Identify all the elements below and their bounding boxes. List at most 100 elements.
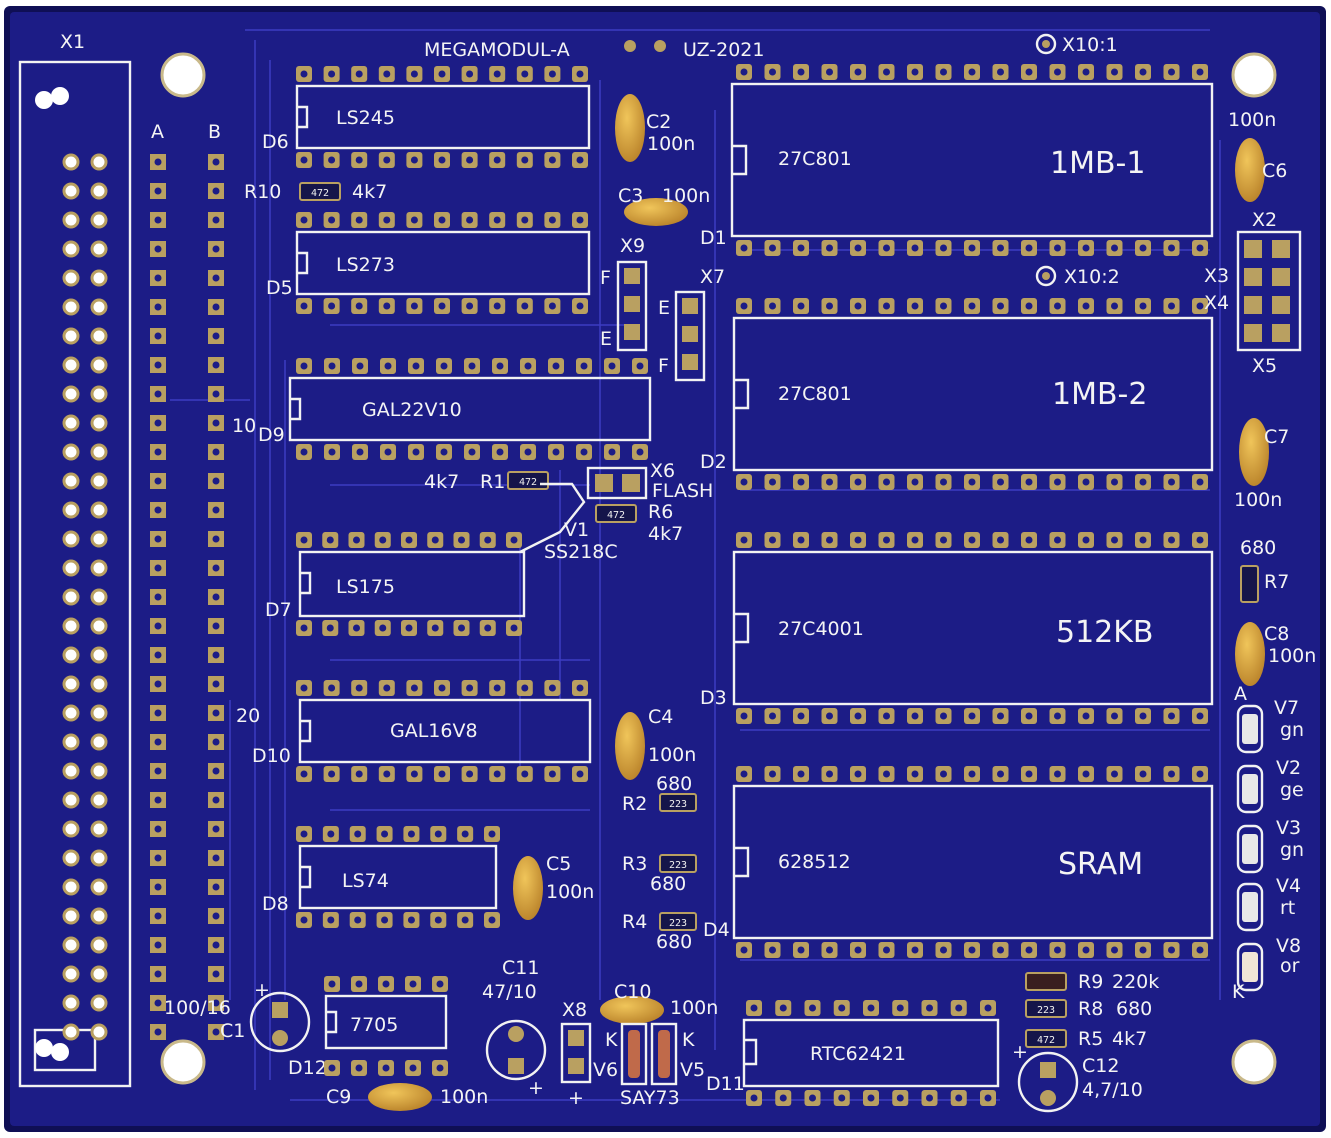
connector-hole bbox=[62, 907, 80, 925]
svg-text:223: 223 bbox=[669, 799, 687, 810]
connector-hole bbox=[62, 559, 80, 577]
svg-text:1MB-1: 1MB-1 bbox=[1050, 146, 1145, 181]
svg-text:512KB: 512KB bbox=[1056, 615, 1154, 650]
svg-text:680: 680 bbox=[656, 931, 692, 953]
trace-layer bbox=[170, 29, 1221, 1101]
capacitor-c8: C8 100n bbox=[1235, 622, 1316, 686]
svg-text:C8: C8 bbox=[1264, 623, 1289, 645]
svg-text:7705: 7705 bbox=[350, 1014, 398, 1036]
pin-mark-20: 20 bbox=[236, 705, 260, 727]
svg-text:D5: D5 bbox=[266, 277, 293, 299]
connector-hole bbox=[62, 878, 80, 896]
diode-v1: V1 SS218C bbox=[519, 482, 618, 563]
connector-hole bbox=[90, 530, 108, 548]
connector-hole bbox=[62, 501, 80, 519]
row-a-label: A bbox=[151, 121, 164, 143]
svg-text:C7: C7 bbox=[1264, 426, 1289, 448]
connector-hole bbox=[62, 617, 80, 635]
chip-d1: 27C801 1MB-1 D1 bbox=[700, 82, 1214, 249]
connector-hole bbox=[90, 182, 108, 200]
resistor-r5: 472 R5 4k7 bbox=[1025, 1028, 1147, 1050]
connector-hole bbox=[90, 1023, 108, 1041]
connector-hole bbox=[62, 675, 80, 693]
svg-text:472: 472 bbox=[607, 510, 625, 521]
svg-text:X10:1: X10:1 bbox=[1062, 34, 1118, 56]
svg-text:C6: C6 bbox=[1262, 160, 1287, 182]
svg-text:100n: 100n bbox=[1228, 109, 1276, 131]
connector-hole bbox=[90, 762, 108, 780]
svg-text:D11: D11 bbox=[706, 1073, 745, 1095]
resistor-r7: 680 R7 bbox=[1240, 537, 1289, 603]
svg-text:472: 472 bbox=[1037, 1035, 1055, 1046]
header-x5: X5 bbox=[1252, 355, 1277, 377]
mounting-holes bbox=[160, 52, 1277, 1085]
svg-text:C3: C3 bbox=[618, 185, 643, 207]
svg-text:D8: D8 bbox=[262, 893, 289, 915]
chip-d10: GAL16V8 D10 bbox=[252, 698, 592, 767]
svg-text:K: K bbox=[605, 1029, 618, 1051]
connector-hole bbox=[90, 211, 108, 229]
connector-hole bbox=[90, 646, 108, 664]
connector-hole bbox=[90, 356, 108, 374]
svg-text:472: 472 bbox=[519, 477, 537, 488]
svg-text:R7: R7 bbox=[1264, 571, 1289, 593]
svg-text:X10:2: X10:2 bbox=[1064, 266, 1120, 288]
svg-text:C4: C4 bbox=[648, 706, 673, 728]
svg-text:100n: 100n bbox=[670, 997, 718, 1019]
svg-text:R6: R6 bbox=[648, 501, 673, 523]
chip-d7: LS175 D7 bbox=[265, 550, 526, 621]
chip-d11: RTC62421 D11 bbox=[706, 1018, 1000, 1095]
connector-hole bbox=[62, 994, 80, 1012]
connector-hole bbox=[62, 211, 80, 229]
connector-hole bbox=[90, 617, 108, 635]
connector-hole bbox=[90, 559, 108, 577]
svg-text:V3: V3 bbox=[1276, 817, 1301, 839]
svg-text:+: + bbox=[254, 979, 270, 1001]
resistor-r8: 223 R8 680 bbox=[1025, 998, 1152, 1020]
connector-hole bbox=[90, 472, 108, 490]
svg-text:4,7/10: 4,7/10 bbox=[1082, 1079, 1143, 1101]
header-x4: X4 bbox=[1204, 292, 1229, 314]
svg-text:R2: R2 bbox=[622, 793, 647, 815]
svg-text:rt: rt bbox=[1280, 897, 1295, 919]
svg-text:223: 223 bbox=[669, 918, 687, 929]
svg-text:GAL16V8: GAL16V8 bbox=[390, 720, 478, 742]
connector-hole bbox=[90, 791, 108, 809]
svg-text:D1: D1 bbox=[700, 227, 727, 249]
connector-hole bbox=[62, 443, 80, 461]
svg-text:100n: 100n bbox=[546, 881, 594, 903]
chip-d9: GAL22V10 D9 bbox=[258, 376, 652, 446]
connector-hole bbox=[90, 936, 108, 954]
svg-text:D10: D10 bbox=[252, 745, 291, 767]
connector-hole bbox=[62, 646, 80, 664]
svg-text:F: F bbox=[658, 355, 669, 377]
connector-hole bbox=[62, 965, 80, 983]
svg-text:628512: 628512 bbox=[778, 851, 851, 873]
connector-hole bbox=[62, 733, 80, 751]
svg-text:F: F bbox=[600, 267, 611, 289]
svg-text:gn: gn bbox=[1280, 839, 1304, 861]
svg-text:680: 680 bbox=[1116, 998, 1152, 1020]
connector-hole bbox=[90, 878, 108, 896]
svg-text:27C801: 27C801 bbox=[778, 383, 852, 405]
connector-hole bbox=[62, 936, 80, 954]
connector-hole bbox=[90, 820, 108, 838]
svg-text:X8: X8 bbox=[562, 999, 587, 1021]
svg-text:100n: 100n bbox=[1234, 489, 1282, 511]
svg-text:V8: V8 bbox=[1276, 935, 1301, 957]
svg-text:ge: ge bbox=[1280, 779, 1304, 801]
svg-text:27C801: 27C801 bbox=[778, 148, 852, 170]
capacitor-c1: + 100/16 C1 bbox=[164, 979, 311, 1053]
svg-text:1MB-2: 1MB-2 bbox=[1052, 377, 1147, 412]
svg-text:LS245: LS245 bbox=[336, 107, 395, 129]
svg-text:R10: R10 bbox=[244, 181, 281, 203]
connector-hole bbox=[62, 414, 80, 432]
svg-text:FLASH: FLASH bbox=[652, 480, 713, 502]
connector-hole bbox=[62, 762, 80, 780]
led-v7: V7 gn bbox=[1236, 697, 1304, 754]
board-version: UZ-2021 bbox=[683, 39, 764, 61]
svg-text:GAL22V10: GAL22V10 bbox=[362, 399, 462, 421]
connector-hole bbox=[62, 820, 80, 838]
svg-text:223: 223 bbox=[1037, 1005, 1055, 1016]
capacitor-c4: C4 100n bbox=[615, 706, 696, 780]
